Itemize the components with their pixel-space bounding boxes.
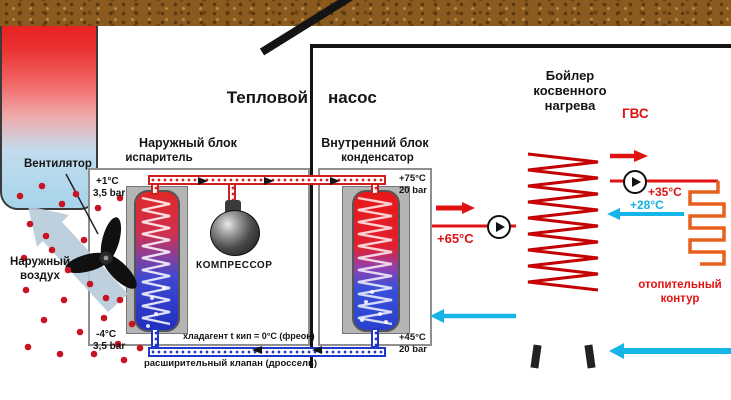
boiler-coil	[527, 152, 599, 292]
evaporator-bottom-temp: -4°C	[96, 329, 117, 340]
house-ceiling-line	[310, 44, 731, 48]
supply-temp-label: +65°C	[437, 231, 474, 246]
evaporator-cylinder	[134, 190, 180, 332]
title-part-1: Тепловой	[226, 88, 308, 107]
circulation-pump-supply	[487, 215, 511, 239]
evaporator-inlet-stub	[151, 328, 159, 348]
boiler-label-line2: косвенного	[533, 83, 607, 98]
boiler-label-line1: Бойлер	[545, 68, 595, 83]
heating-circuit-line1: отопительный	[638, 279, 722, 291]
indoor-unit-label: Внутренний блок	[321, 136, 429, 150]
heating-supply-temp-label: +35°C	[648, 185, 682, 199]
compressor-label: КОМПРЕССОР	[196, 260, 273, 271]
dhw-label: ГВС	[622, 106, 649, 121]
hot-gas-pipe	[148, 175, 386, 185]
evaporator-label: испаритель	[125, 152, 193, 164]
evaporator-top-temp: +1°C	[96, 176, 119, 187]
circulation-pump-heating	[623, 170, 647, 194]
liquid-return-pipe	[148, 347, 386, 357]
condenser-top-pressure: 20 bar	[399, 185, 427, 196]
evaporator-top-pressure: 3,5 bar	[93, 188, 126, 199]
boiler-leg-right	[584, 344, 596, 369]
condenser-bottom-temp: +45°C	[399, 332, 426, 343]
heating-circuit-line2: контур	[660, 293, 700, 305]
evaporator-bottom-pressure: 3,5 bar	[93, 341, 126, 352]
boiler-leg-left	[530, 344, 542, 369]
boiler-label-line3: нагрева	[544, 98, 596, 113]
title-part-2: насос	[328, 88, 377, 107]
outside-air-line1: Наружный	[9, 256, 71, 268]
condenser-label: конденсатор	[341, 152, 414, 164]
ground-soil	[0, 0, 731, 26]
compressor-sphere	[210, 210, 260, 256]
boiler-tank	[0, 0, 98, 210]
outside-air-label: Наружный воздух	[2, 255, 78, 283]
expansion-valve-label: расширительный клапан (дроссель)	[143, 358, 318, 369]
boiler-label: Бойлер косвенного нагрева	[514, 68, 626, 113]
condenser-top-temp: +75°C	[399, 173, 426, 184]
refrigerant-label: хладагент t кип = 0°C (фреон)	[183, 331, 315, 341]
condenser-inlet-stub	[371, 183, 379, 195]
heating-return-temp-label: +28°C	[630, 198, 664, 212]
fan-label: Вентилятор	[24, 158, 92, 170]
outside-air-line2: воздух	[20, 270, 60, 282]
condenser-cylinder	[352, 190, 400, 332]
evaporator-outlet-stub	[151, 183, 159, 195]
house-wall-line	[310, 44, 313, 368]
heating-circuit-coil	[688, 181, 726, 266]
heating-circuit-label: отопительный контур	[628, 278, 731, 306]
outdoor-unit-label: Наружный блок	[139, 136, 237, 150]
condenser-bottom-pressure: 20 bar	[399, 344, 427, 355]
condenser-outlet-stub	[371, 328, 379, 348]
